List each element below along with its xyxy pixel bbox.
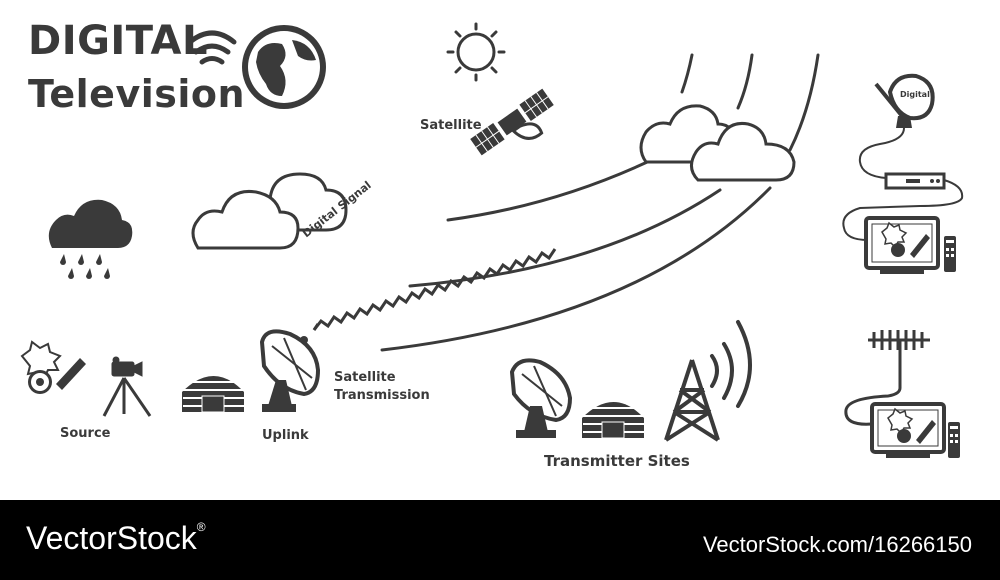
transmission-tower-icon [664, 359, 720, 442]
tv-icon-satellite [864, 216, 940, 274]
label-transmitter-sites: Transmitter Sites [544, 452, 690, 470]
watermark-brand-text: VectorStock [26, 520, 197, 556]
satellite-dish-icon-uplink [259, 329, 321, 412]
label-satellite-transmission-1: Satellite [334, 370, 396, 385]
watermark-url: VectorStock.com/16266150 [702, 532, 972, 557]
signal-curve-2 [408, 188, 722, 288]
label-satellite-transmission-2: Transmission [334, 388, 430, 403]
antenna-icon [844, 330, 930, 426]
hangar-icon-uplink [182, 376, 244, 413]
label-uplink: Uplink [262, 428, 309, 443]
signal-curve-1 [446, 153, 664, 222]
label-source: Source [60, 426, 111, 441]
video-camera-tripod-icon [102, 356, 152, 417]
tv-icon-terrestrial [870, 402, 946, 458]
illustration [20, 22, 964, 458]
set-top-box-icon [884, 172, 946, 190]
broadcast-waves-icon [710, 320, 752, 408]
sun-icon [446, 22, 506, 82]
signal-arc-1 [680, 53, 694, 94]
cloud-icon-right [639, 104, 796, 182]
remote-control-icon-2 [948, 422, 960, 458]
label-satellite: Satellite [420, 118, 482, 133]
dish-badge-text: Digital [900, 90, 930, 99]
explosion-ball-icon [20, 340, 86, 394]
title-digital: DIGITAL [28, 18, 208, 64]
hangar-icon-transmitter [582, 402, 644, 439]
signal-arc-2 [736, 53, 754, 110]
satellite-dish-icon-transmitter [509, 358, 573, 438]
title-television: Television [28, 72, 246, 116]
signal-curve-3 [380, 186, 772, 352]
rain-cloud-icon [48, 199, 133, 279]
satellite-icon [470, 88, 554, 156]
watermark-registered: ® [196, 520, 206, 534]
digital-signal-wave [312, 248, 557, 331]
remote-control-icon-1 [944, 236, 956, 272]
globe-icon [242, 25, 326, 109]
watermark-bar: VectorStock® VectorStock.com/16266150 [0, 500, 1000, 580]
satellite-dish-icon-receiver [874, 73, 935, 128]
signal-arc-3 [788, 53, 820, 152]
cable [842, 127, 964, 241]
cloud-icon-left [191, 172, 348, 250]
wifi-icon [187, 30, 237, 65]
watermark-brand: VectorStock® [26, 520, 206, 557]
